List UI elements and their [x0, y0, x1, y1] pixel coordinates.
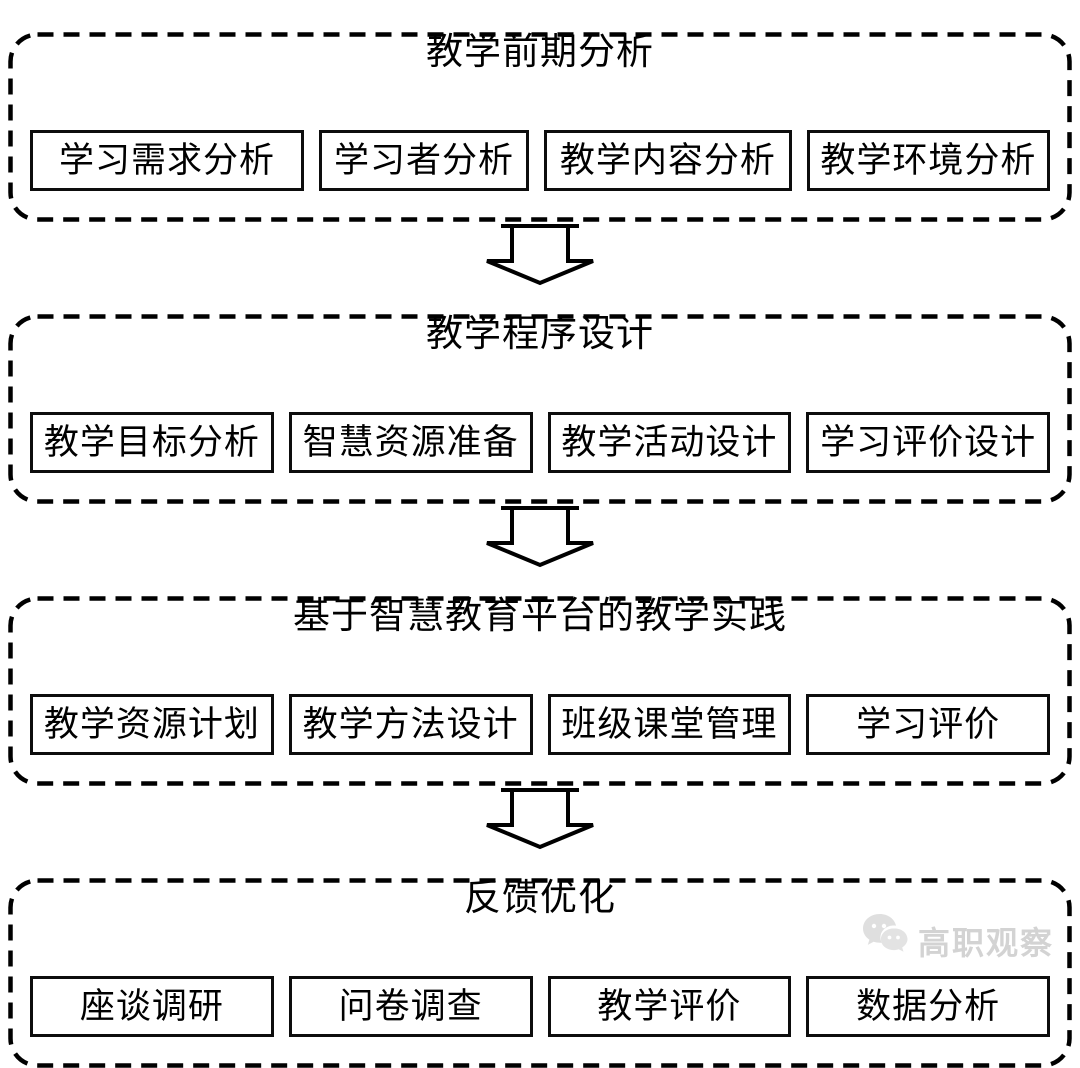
step-box: 教学资源计划	[30, 694, 274, 755]
step-box: 智慧资源准备	[288, 412, 533, 473]
step-row: 学习需求分析 学习者分析 教学内容分析 教学环境分析	[30, 130, 1050, 191]
down-arrow-icon	[486, 788, 594, 850]
step-box: 教学活动设计	[547, 412, 792, 473]
step-box: 教学方法设计	[288, 694, 533, 755]
flowchart: 教学前期分析 学习需求分析 学习者分析 教学内容分析 教学环境分析 教学程序设计…	[8, 6, 1072, 1068]
dashed-border	[8, 32, 1072, 222]
step-row: 座谈调研 问卷调查 教学评价 数据分析	[30, 976, 1050, 1037]
step-box: 学习者分析	[318, 130, 529, 191]
step-box: 教学评价	[547, 976, 792, 1037]
stage-section-teaching-practice: 基于智慧教育平台的教学实践 教学资源计划 教学方法设计 班级课堂管理 学习评价	[8, 596, 1072, 786]
dashed-border	[8, 596, 1072, 786]
down-arrow-icon	[486, 224, 594, 286]
stage-title: 教学前期分析	[426, 32, 654, 73]
step-box: 座谈调研	[30, 976, 274, 1037]
step-box: 问卷调查	[288, 976, 533, 1037]
stage-section-program-design: 教学程序设计 教学目标分析 智慧资源准备 教学活动设计 学习评价设计	[8, 314, 1072, 504]
step-box: 学习评价设计	[806, 412, 1050, 473]
arrow-gap	[8, 222, 1072, 288]
step-box: 学习需求分析	[30, 130, 304, 191]
step-box: 学习评价	[806, 694, 1050, 755]
dashed-border	[8, 314, 1072, 504]
stage-section-preliminary-analysis: 教学前期分析 学习需求分析 学习者分析 教学内容分析 教学环境分析	[8, 32, 1072, 222]
step-box: 教学环境分析	[806, 130, 1050, 191]
arrow-gap	[8, 786, 1072, 852]
step-box: 数据分析	[806, 976, 1050, 1037]
stage-title: 教学程序设计	[426, 314, 654, 355]
stage-section-feedback-optimization: 反馈优化 座谈调研 问卷调查 教学评价 数据分析	[8, 878, 1072, 1068]
stage-title: 基于智慧教育平台的教学实践	[293, 596, 787, 637]
step-row: 教学资源计划 教学方法设计 班级课堂管理 学习评价	[30, 694, 1050, 755]
down-arrow-icon	[486, 506, 594, 568]
arrow-gap	[8, 504, 1072, 570]
step-box: 教学目标分析	[30, 412, 274, 473]
step-box: 教学内容分析	[543, 130, 792, 191]
step-row: 教学目标分析 智慧资源准备 教学活动设计 学习评价设计	[30, 412, 1050, 473]
stage-title: 反馈优化	[464, 878, 616, 919]
step-box: 班级课堂管理	[547, 694, 792, 755]
